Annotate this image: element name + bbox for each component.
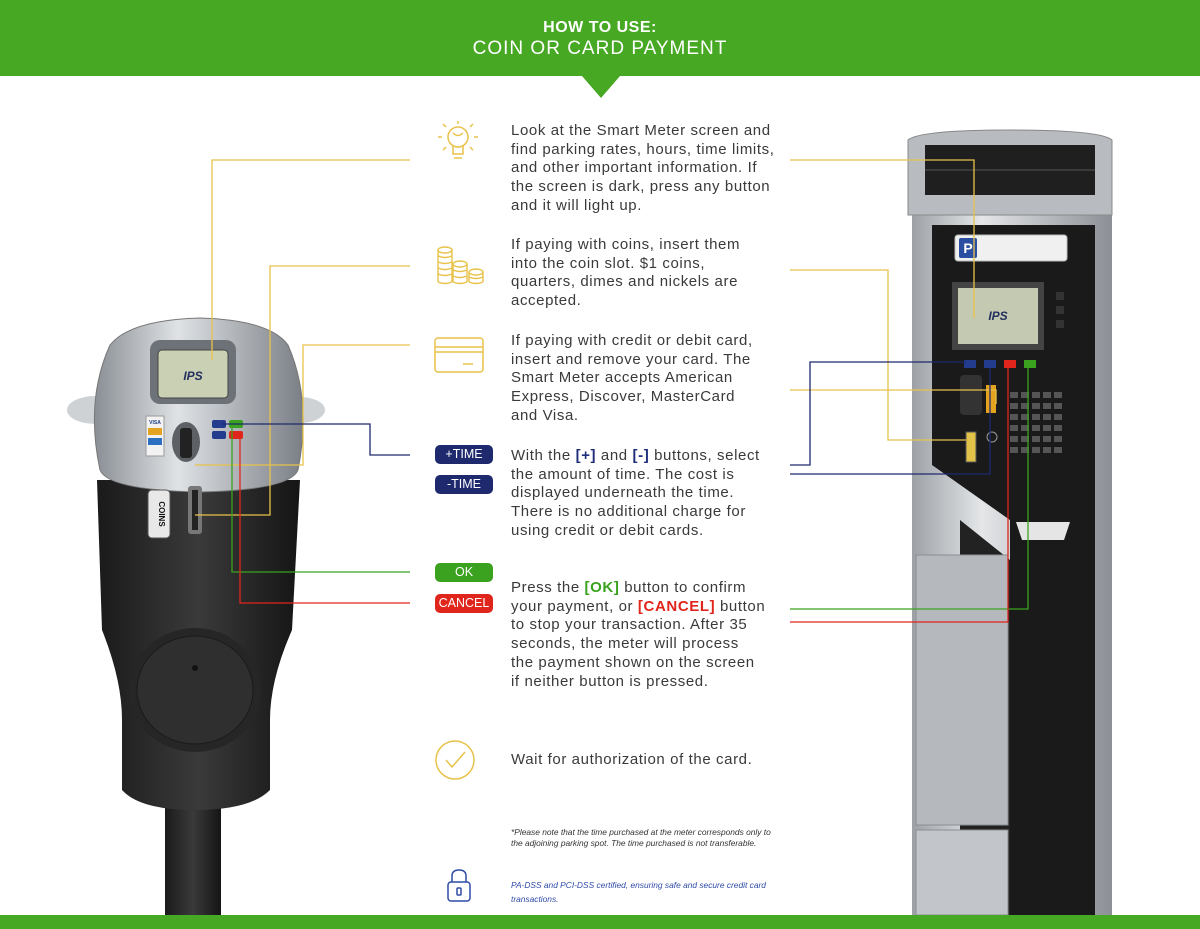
- leader-time-right-b: [790, 368, 991, 475]
- leader-ok-left: [231, 427, 410, 573]
- leader-cancel-right: [790, 366, 1009, 623]
- coins-icon: [437, 246, 484, 285]
- step-wait-text: Wait for authorization of the card.: [511, 751, 753, 768]
- leader-card-left: [195, 344, 410, 466]
- checkmark-circle-icon: [435, 740, 475, 780]
- step-time-text: With the [+] and [-] buttons, select the…: [511, 447, 760, 539]
- kiosk-screen-brand: IPS: [988, 309, 1007, 323]
- coins-label: COINS: [157, 501, 166, 527]
- leader-screen-left: [211, 159, 410, 360]
- minus-time-button: -TIME: [435, 475, 493, 494]
- leader-coins-right: [790, 269, 966, 441]
- visa-decal: VISA: [149, 420, 161, 426]
- step-confirm-text: Press the [OK] button to confirm your pa…: [511, 579, 766, 690]
- ok-button: OK: [435, 563, 493, 582]
- header-banner: HOW TO USE: COIN OR CARD PAYMENT: [0, 0, 1200, 76]
- step-card-text: If paying with credit or debit card, ins…: [511, 332, 753, 424]
- meter-screen-brand: IPS: [183, 369, 202, 383]
- cancel-label: [CANCEL]: [637, 597, 716, 615]
- plus-time-button: +TIME: [435, 445, 493, 464]
- ok-label: [OK]: [584, 579, 620, 596]
- cancel-button: CANCEL: [435, 594, 493, 613]
- leader-ok-right: [790, 366, 1029, 610]
- disclaimer-note: *Please note that the time purchased at …: [511, 827, 771, 848]
- header-subtitle: COIN OR CARD PAYMENT: [472, 38, 728, 59]
- credit-card-icon: [434, 337, 484, 373]
- padlock-icon: [447, 869, 471, 902]
- leader-time-left: [222, 423, 410, 456]
- banner-pointer: [582, 76, 620, 98]
- plus-label: [+]: [575, 447, 597, 464]
- leader-cancel-left: [239, 438, 410, 604]
- header-title: HOW TO USE:: [543, 19, 657, 36]
- kiosk-sign-p: P: [963, 240, 972, 256]
- step-screen-text: Look at the Smart Meter screen and find …: [511, 122, 775, 214]
- leader-card-right: [790, 389, 997, 404]
- lightbulb-icon: [438, 121, 478, 159]
- security-note: PA-DSS and PCI-DSS certified, ensuring s…: [511, 880, 766, 904]
- leader-screen-right: [790, 159, 975, 318]
- step-coins-text: If paying with coins, insert them into t…: [511, 236, 741, 310]
- leader-time-right-a: [790, 361, 966, 466]
- minus-label: [-]: [632, 447, 650, 464]
- footer-bar: [0, 915, 1200, 929]
